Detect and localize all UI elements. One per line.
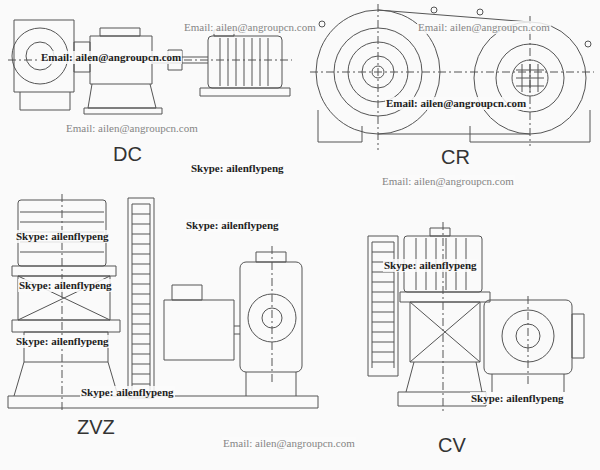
motor-fins (220, 38, 268, 86)
watermark: Skype: ailenflypeng (18, 279, 113, 292)
pump-flange (572, 314, 584, 358)
pump-casing (240, 262, 302, 372)
shaft (234, 326, 240, 334)
watermark: Skype: ailenflypeng (80, 386, 175, 399)
terminal-box (430, 228, 450, 236)
watermark: Email: ailen@angroupcn.com (40, 51, 182, 64)
cv-pump-drive (368, 222, 584, 414)
platform (12, 320, 120, 332)
watermark: Email: ailen@angroupcn.com (417, 21, 551, 34)
bolt (477, 9, 483, 15)
pedestal (88, 84, 156, 108)
motor-base (200, 88, 290, 96)
center-line (443, 222, 528, 414)
bearing-cap (100, 28, 140, 36)
watermark: Skype: ailenflypeng (15, 335, 110, 348)
arrangement-label: ZVZ (76, 416, 116, 439)
pump-foot (20, 92, 70, 110)
pedestal-base (84, 108, 162, 114)
cr-pump-drive (310, 4, 594, 150)
arrangement-label: CR (440, 146, 471, 169)
bolt (319, 21, 325, 27)
watermark: Skype: ailenflypeng (383, 259, 478, 272)
center-line (310, 4, 594, 150)
gearbox (164, 300, 234, 360)
watermark: Skype: ailenflypeng (470, 392, 565, 405)
watermark: Email: ailen@angroupcn.com (381, 175, 515, 188)
motor-plate (400, 292, 490, 302)
gearbox-cap (172, 285, 202, 300)
dc-pump-drive (8, 20, 292, 114)
gearbox (410, 302, 480, 362)
watermark: Email: ailen@angroupcn.com (385, 97, 527, 110)
pump-outlet (256, 252, 286, 262)
bolt (431, 7, 437, 13)
legs (406, 362, 482, 392)
arrangement-label: CV (437, 434, 467, 457)
arrangement-label: DC (112, 143, 143, 166)
zvz-pump-drive (8, 194, 318, 412)
watermark: Email: ailen@angroupcn.com (222, 437, 356, 450)
watermark: Skype: ailenflypeng (15, 230, 110, 243)
watermark: Skype: ailenflypeng (190, 162, 285, 175)
watermark: Email: ailen@angroupcn.com (183, 21, 317, 34)
watermark: Email: ailen@angroupcn.com (65, 122, 199, 135)
base-frame (318, 110, 590, 142)
motor-body (208, 36, 282, 88)
belt-guard (368, 236, 398, 376)
pump-feet (246, 372, 296, 396)
bolt (585, 41, 591, 47)
frame-brace (410, 302, 480, 362)
motor-plate (12, 266, 116, 276)
guard-ladder (132, 204, 150, 390)
watermark: Skype: ailenflypeng (185, 219, 280, 232)
belt-guard (128, 198, 154, 398)
